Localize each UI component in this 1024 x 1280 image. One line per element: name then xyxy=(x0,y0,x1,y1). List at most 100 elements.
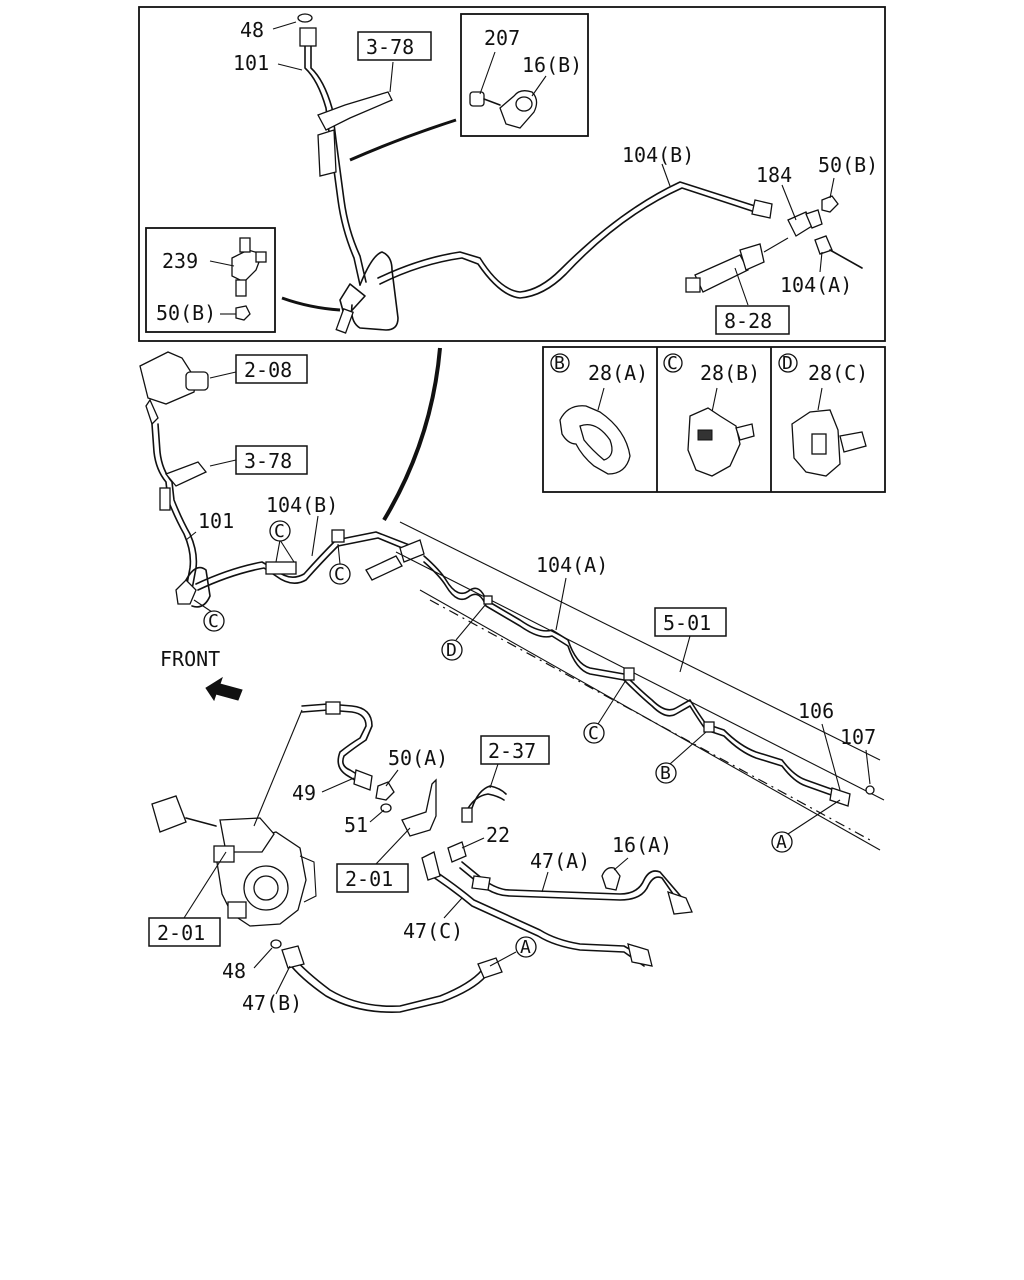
pipe-47c-fitting-left xyxy=(421,851,441,881)
callout-c-1 xyxy=(203,610,225,632)
clip-28b-stud xyxy=(735,423,755,441)
tee-inset-frame xyxy=(145,227,276,333)
top-detail-panel: 48 101 3-78 207 16(B) 104(B) 184 50(B) 2… xyxy=(138,6,886,342)
label-47a: 47(A) xyxy=(530,849,590,873)
lead-2-37 xyxy=(489,763,499,789)
bracket-tab-top xyxy=(317,129,337,177)
lead-clip-c xyxy=(711,387,718,413)
label-239: 239 xyxy=(162,249,198,273)
lead-circ-a-right xyxy=(787,799,841,835)
clip-b-label: 28(A) xyxy=(588,361,648,385)
lead-101-top xyxy=(277,63,303,71)
zoom-sweep-upper xyxy=(349,118,457,162)
pipe-47b-fitting-left xyxy=(281,945,305,969)
clip-inset-frame xyxy=(460,13,589,137)
callout-a-right-letter: A xyxy=(776,832,787,853)
ref-8-28: 8-28 xyxy=(724,309,772,333)
lead-3-78-top xyxy=(389,61,394,93)
ref-box-2-37 xyxy=(480,735,550,765)
pipe-49 xyxy=(301,703,373,777)
lead-clip-b xyxy=(597,387,605,411)
clip-b-main xyxy=(703,721,715,733)
fitting-106 xyxy=(829,787,851,807)
fitting-104b-end xyxy=(751,199,773,219)
clip-detail-panel: B 28(A) C 28(B) D 28(C) xyxy=(542,346,886,493)
bracket-3-78-top xyxy=(317,91,393,131)
actuator-mount xyxy=(227,901,247,919)
sensor-8-28-head xyxy=(739,243,765,271)
lead-clip-d xyxy=(817,387,823,411)
pipe-104b-main-lower xyxy=(197,537,413,591)
pipe-104a-fitting xyxy=(814,235,833,255)
actuator-drum-inner xyxy=(253,875,279,901)
union-184-end xyxy=(805,209,823,229)
label-101-main: 101 xyxy=(198,509,234,533)
lead-47a xyxy=(541,871,549,893)
lead-8-28 xyxy=(734,267,749,306)
front-label: FRONT xyxy=(160,647,220,671)
callout-d xyxy=(441,639,463,661)
pipe-49-inner xyxy=(301,709,367,783)
actuator-wire xyxy=(185,817,217,827)
label-104b-top: 104(B) xyxy=(622,143,694,167)
lead-48-bottom xyxy=(253,947,273,969)
lead-50a xyxy=(385,769,399,787)
washer-107 xyxy=(865,785,875,795)
lead-5-01 xyxy=(679,635,691,673)
callout-a-lower xyxy=(515,936,537,958)
lead-104a-top xyxy=(819,251,823,273)
lead-50b-top xyxy=(829,177,835,199)
callout-b-letter: B xyxy=(660,763,671,784)
lead-16b xyxy=(531,75,547,97)
lead-48-top xyxy=(272,21,297,30)
label-22: 22 xyxy=(486,823,510,847)
lead-3-78-main xyxy=(209,459,237,467)
ref-box-3-78-top xyxy=(357,31,432,61)
circle-c-panel xyxy=(663,353,683,373)
zoom-sweep-main xyxy=(382,347,442,522)
pipe-104b-main xyxy=(195,531,413,585)
lead-16a xyxy=(613,857,629,871)
callout-d-letter: D xyxy=(446,640,457,661)
pipe-47c-lower xyxy=(425,871,645,967)
hose-2-37 xyxy=(471,785,507,809)
clip-28c-slot xyxy=(811,433,827,455)
ref-box-3-78-main xyxy=(235,445,308,475)
frame-rail-centerline xyxy=(429,599,871,841)
lead-2-01-mid xyxy=(375,827,411,865)
bracket-2-01 xyxy=(401,778,437,837)
pipe-101-main-inner xyxy=(157,423,198,601)
pipe-49-lead xyxy=(253,709,303,827)
clip-28c-stud xyxy=(839,431,867,453)
actuator-assembly: 49 50(A) 51 2-37 22 47(A) 16(A) 2-01 2-0… xyxy=(148,701,693,1015)
junction-main xyxy=(175,579,197,605)
label-16a: 16(A) xyxy=(612,833,672,857)
lead-circ-a-lower xyxy=(489,951,517,967)
hose-2-37-lower xyxy=(465,793,505,813)
lead-circ-c-4 xyxy=(597,679,627,725)
pipe-47a-fitting-left xyxy=(471,875,491,891)
lead-101-main xyxy=(185,531,197,541)
pipe-104b-top-lower xyxy=(379,187,756,299)
master-cylinder-cap xyxy=(185,371,209,391)
pipe-104b-top xyxy=(377,181,756,293)
callout-c-3 xyxy=(329,563,351,585)
pipe-47b-lower xyxy=(287,961,487,1013)
pipe-47c-fitting-right xyxy=(627,943,653,967)
ref-3-78-top: 3-78 xyxy=(366,35,414,59)
actuator-port xyxy=(213,845,235,863)
label-16b: 16(B) xyxy=(522,53,582,77)
ref-box-2-01-mid xyxy=(336,863,409,893)
clip-b-letter: B xyxy=(554,353,565,374)
lead-51 xyxy=(369,809,385,823)
ref-box-2-08 xyxy=(235,354,308,384)
pipe-101-main xyxy=(151,423,192,601)
lead-circ-d xyxy=(455,603,487,641)
ref-2-01-mid: 2-01 xyxy=(345,867,393,891)
pipe-47b xyxy=(293,957,483,1007)
lead-104a-main xyxy=(555,577,567,631)
pipe-47a-fitting-right xyxy=(667,890,693,915)
clip-16b-hole xyxy=(515,96,533,112)
lead-207 xyxy=(479,51,496,95)
